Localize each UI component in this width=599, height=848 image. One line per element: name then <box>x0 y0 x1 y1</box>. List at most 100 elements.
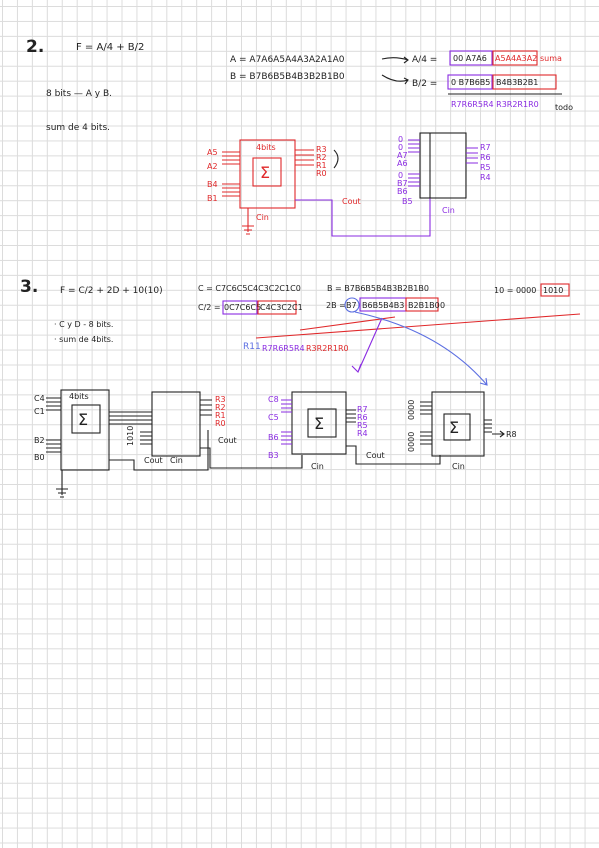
c-over-2-label: C/2 = <box>198 303 221 312</box>
b-definition: B = B7B6B5B4B3B2B1B0 <box>230 72 345 82</box>
carry-wire <box>295 198 431 237</box>
purple-arrow <box>351 317 383 373</box>
ex3-adder-4: Σ 0000 0000 R8 Cin <box>407 391 517 471</box>
input-a-wires <box>222 151 240 165</box>
result-bits: R7R6R5R4 R3R2R1R0 <box>451 100 539 109</box>
in-bot: 0000 <box>407 432 416 452</box>
input-bot-wires <box>420 431 432 445</box>
out-r5: R5 <box>357 421 368 430</box>
adder-box <box>239 139 296 209</box>
b2-high-box <box>447 74 493 90</box>
ground-symbol <box>242 208 254 235</box>
exercise-3-bullet-sum: · sum de 4bits. <box>54 335 113 344</box>
red-underline <box>299 316 396 331</box>
out-r3: R3 <box>215 395 226 404</box>
two-b-mid-bits: B6B5B4B3 <box>362 301 404 310</box>
exercise-3-formula: F = C/2 + 2D + 10(10) <box>60 286 163 296</box>
out-r7: R7 <box>357 405 368 414</box>
sigma-symbol: Σ <box>78 410 88 429</box>
in-top2: C1 <box>34 407 45 416</box>
in-a-bot: A2 <box>207 162 218 171</box>
input-bot-wires <box>408 173 420 187</box>
input-b-wires <box>222 183 240 197</box>
ten-binary-label: 10 = 0000 <box>494 286 536 295</box>
in-top: C8 <box>268 395 279 404</box>
exercise-3-number: 3. <box>20 277 38 297</box>
in-top-2: A7 <box>397 151 408 160</box>
two-b-low-bits: B2B1B0 <box>408 301 440 310</box>
exercise-2-bullet-bits: 8 bits — A y B. <box>46 89 112 99</box>
c2-high-bits: 0C7C6C5 <box>224 303 261 312</box>
exercise-2: 2. F = A/4 + B/2 8 bits — A y B. sum de … <box>26 37 573 237</box>
carry-wire-1 <box>109 430 209 471</box>
in-top: C4 <box>34 394 45 403</box>
in-bot-0: 0 <box>398 171 403 180</box>
out-r2: R2 <box>316 153 327 162</box>
result-mid: R7R6R5R4 <box>262 344 305 353</box>
sigma-symbol: Σ <box>314 414 324 433</box>
ex3-adder-2: 1010 R3 R2 R1 R0 <box>126 391 226 457</box>
exercise-2-bullet-sum: sum de 4 bits. <box>46 123 110 133</box>
exercise-2-number: 2. <box>26 37 44 57</box>
b7-circle <box>344 297 360 313</box>
in-top-1: 0 <box>398 143 403 152</box>
ten-bits: 1010 <box>543 286 563 295</box>
adder-box <box>419 132 467 199</box>
sigma-symbol: Σ <box>260 163 270 182</box>
adder-3-cout: Cout <box>366 451 385 460</box>
in-bot2: B0 <box>34 453 45 462</box>
carry-wire-2 <box>200 447 303 469</box>
output-wires <box>295 149 314 166</box>
ten-bits-box <box>540 283 570 297</box>
adder-cin: Cin <box>256 213 269 222</box>
sigma-box <box>307 408 337 438</box>
input-c-wires <box>46 397 61 411</box>
a-definition: A = A7A6A5A4A3A2A1A0 <box>230 55 345 65</box>
b2-low-box <box>492 74 557 90</box>
ex3-adder-3: Σ C8 C5 B6 B3 R7 R6 R5 R4 Cin <box>268 391 368 471</box>
a4-low-bits: A5A4A3A2 <box>495 54 537 63</box>
in-top-3: A6 <box>397 159 408 168</box>
c2-high-box <box>222 300 258 315</box>
a4-high-bits: 00 A7A6 <box>453 54 487 63</box>
out-r6: R6 <box>357 413 368 422</box>
output-wires <box>346 409 356 423</box>
exercise-2-formula: F = A/4 + B/2 <box>76 42 144 53</box>
input-top-wires <box>420 401 432 415</box>
a4-high-box <box>449 50 493 66</box>
in-bot: B2 <box>34 436 45 445</box>
c2-low-box <box>257 300 297 315</box>
two-b-low-box <box>405 297 439 312</box>
two-b-label: 2B = <box>326 301 346 310</box>
in-top2: C5 <box>268 413 279 422</box>
arrow-b <box>381 74 409 85</box>
c-definition: C = C7C6C5C4C3C2C1C0 <box>198 284 301 293</box>
in-bot2: B3 <box>268 451 279 460</box>
in-b-top: B4 <box>207 180 218 189</box>
out-r1: R1 <box>316 161 327 170</box>
out-r0: R0 <box>215 419 226 428</box>
adder-cin: Cin <box>442 206 455 215</box>
in-ten: 1010 <box>126 426 135 446</box>
output-wires <box>484 419 492 433</box>
ex2-adder-low: 4bits Σ A5 A2 B4 B1 R3 R2 R1 R0 Cin <box>207 139 339 235</box>
adder-box <box>291 391 347 455</box>
b3-definition: B = B7B6B5B4B3B2B1B0 <box>327 284 429 293</box>
ground-symbol <box>56 470 68 498</box>
input-b-wires <box>46 439 61 453</box>
input-top-wires <box>408 139 420 153</box>
suma-note: suma <box>540 54 562 63</box>
exercise-3-bullet-bits: · C y D - 8 bits. <box>54 320 113 329</box>
result-low: R3R2R1R0 <box>306 344 349 353</box>
in-bot-3: B5 <box>402 197 413 206</box>
out-r1: R1 <box>215 411 226 420</box>
out-r3: R3 <box>316 145 327 154</box>
ex2-adder-high: 0 0 A7 A6 0 B7 B6 B5 R7 R6 R5 R4 Cin <box>397 132 491 215</box>
sigma-symbol: Σ <box>449 418 459 437</box>
c2-low-bits: C4C3C2C1 <box>260 303 303 312</box>
output-wires <box>466 147 478 164</box>
b2-low-bits: B4B3B2B1 <box>496 78 538 87</box>
out-r5: R5 <box>480 163 491 172</box>
adder-title: 4bits <box>69 392 89 401</box>
